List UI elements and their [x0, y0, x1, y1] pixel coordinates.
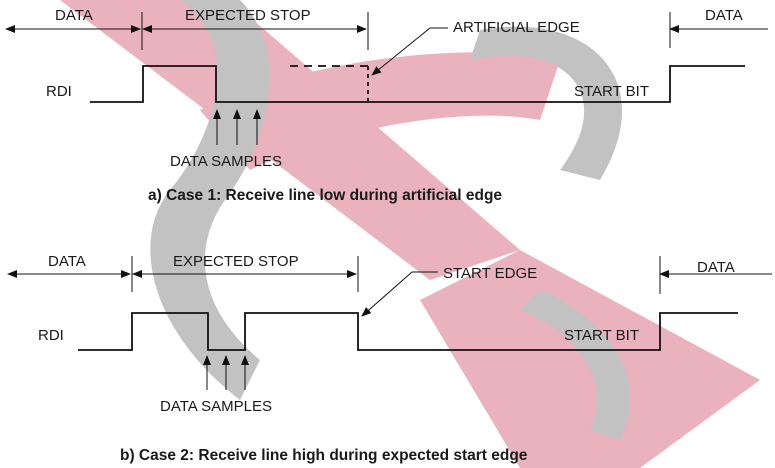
case1-caption: a) Case 1: Receive line low during artif…	[148, 187, 502, 204]
case2-expected-stop-label: EXPECTED STOP	[173, 253, 299, 270]
case1-rdi-label: RDI	[46, 83, 72, 100]
case1-expected-stop-label: EXPECTED STOP	[185, 7, 311, 24]
case1-rdi-signal	[90, 65, 745, 103]
case2-data-left-label: DATA	[48, 253, 86, 270]
case2-diagram: DATA EXPECTED STOP START EDGE DATA RDI S…	[7, 253, 772, 464]
case1-data-samples-label: DATA SAMPLES	[170, 153, 282, 170]
case1-data-left-label: DATA	[55, 7, 93, 24]
case1-data-right-label: DATA	[705, 7, 743, 24]
watermark-logo	[60, 0, 760, 468]
case2-data-samples-label: DATA SAMPLES	[160, 398, 272, 415]
case2-start-bit-label: START BIT	[564, 327, 639, 344]
case2-rdi-label: RDI	[38, 327, 64, 344]
case2-start-edge-label: START EDGE	[443, 265, 537, 282]
case2-caption: b) Case 2: Receive line high during expe…	[120, 447, 528, 464]
case1-diagram: DATA EXPECTED STOP ARTIFICIAL EDGE DATA …	[5, 7, 768, 204]
case1-artificial-edge-label: ARTIFICIAL EDGE	[453, 19, 580, 36]
case1-start-bit-label: START BIT	[574, 83, 649, 100]
case2-rdi-signal	[78, 312, 738, 351]
case2-data-right-label: DATA	[697, 259, 735, 276]
